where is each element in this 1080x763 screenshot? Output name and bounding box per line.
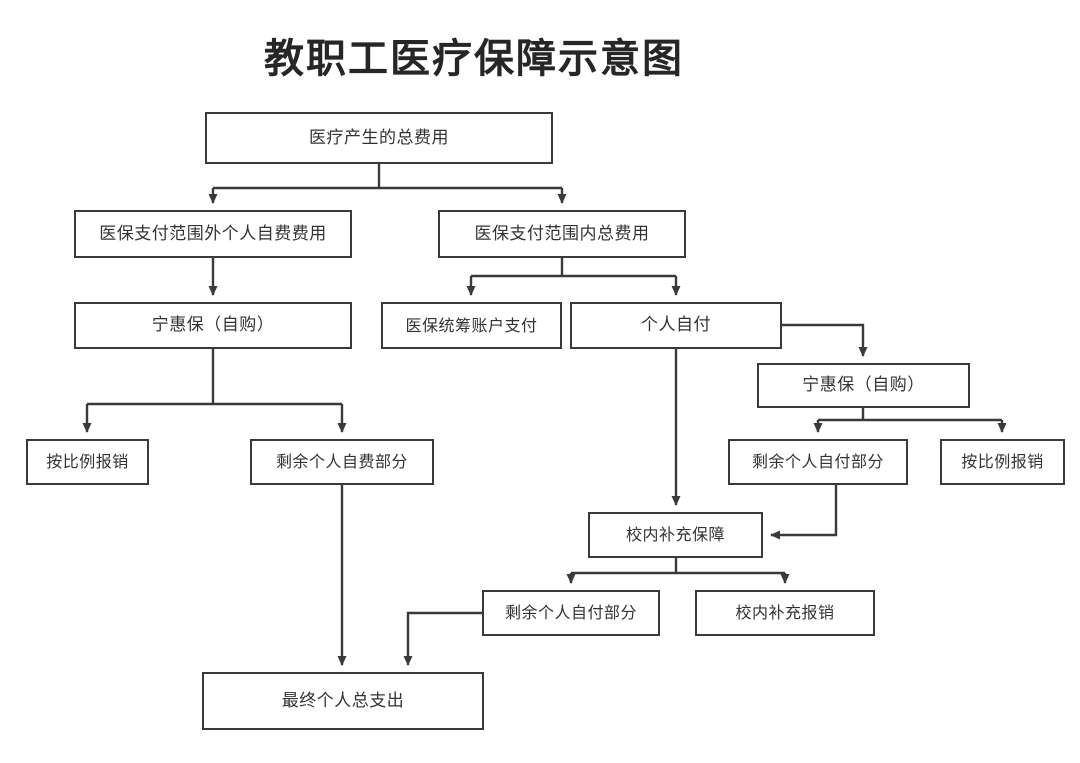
node-remaining-self-pay-2[interactable]: 剩余个人自付部分: [482, 590, 660, 636]
edge-self-pay-to-ninghuibao-right: [782, 323, 868, 357]
node-campus-reimburse[interactable]: 校内补充报销: [695, 590, 875, 636]
page-title: 教职工医疗保障示意图: [0, 26, 1080, 84]
page-title-text: 教职工医疗保障示意图: [264, 36, 684, 82]
node-in-scope[interactable]: 医保支付范围内总费用: [438, 210, 686, 258]
node-final-total[interactable]: 最终个人总支出: [202, 672, 484, 730]
node-out-of-scope[interactable]: 医保支付范围外个人自费费用: [74, 210, 352, 258]
node-ninghuibao-right[interactable]: 宁惠保（自购）: [757, 363, 970, 408]
node-total-cost[interactable]: 医疗产生的总费用: [205, 112, 553, 164]
node-prorated-left[interactable]: 按比例报销: [26, 439, 149, 485]
node-campus-supplement[interactable]: 校内补充保障: [588, 512, 763, 558]
node-pooled-account[interactable]: 医保统筹账户支付: [381, 302, 562, 349]
node-self-pay[interactable]: 个人自付: [570, 302, 782, 349]
edge-remaining-self-pay-to-campus-supplement: [770, 485, 838, 540]
node-ninghuibao-left[interactable]: 宁惠保（自购）: [74, 302, 352, 349]
node-remaining-self-pay-1[interactable]: 剩余个人自付部分: [728, 439, 908, 485]
node-prorated-right[interactable]: 按比例报销: [940, 439, 1065, 485]
node-remaining-self-cost[interactable]: 剩余个人自费部分: [250, 439, 434, 485]
edge-remaining-self-pay-2-to-final-total: [403, 611, 482, 666]
